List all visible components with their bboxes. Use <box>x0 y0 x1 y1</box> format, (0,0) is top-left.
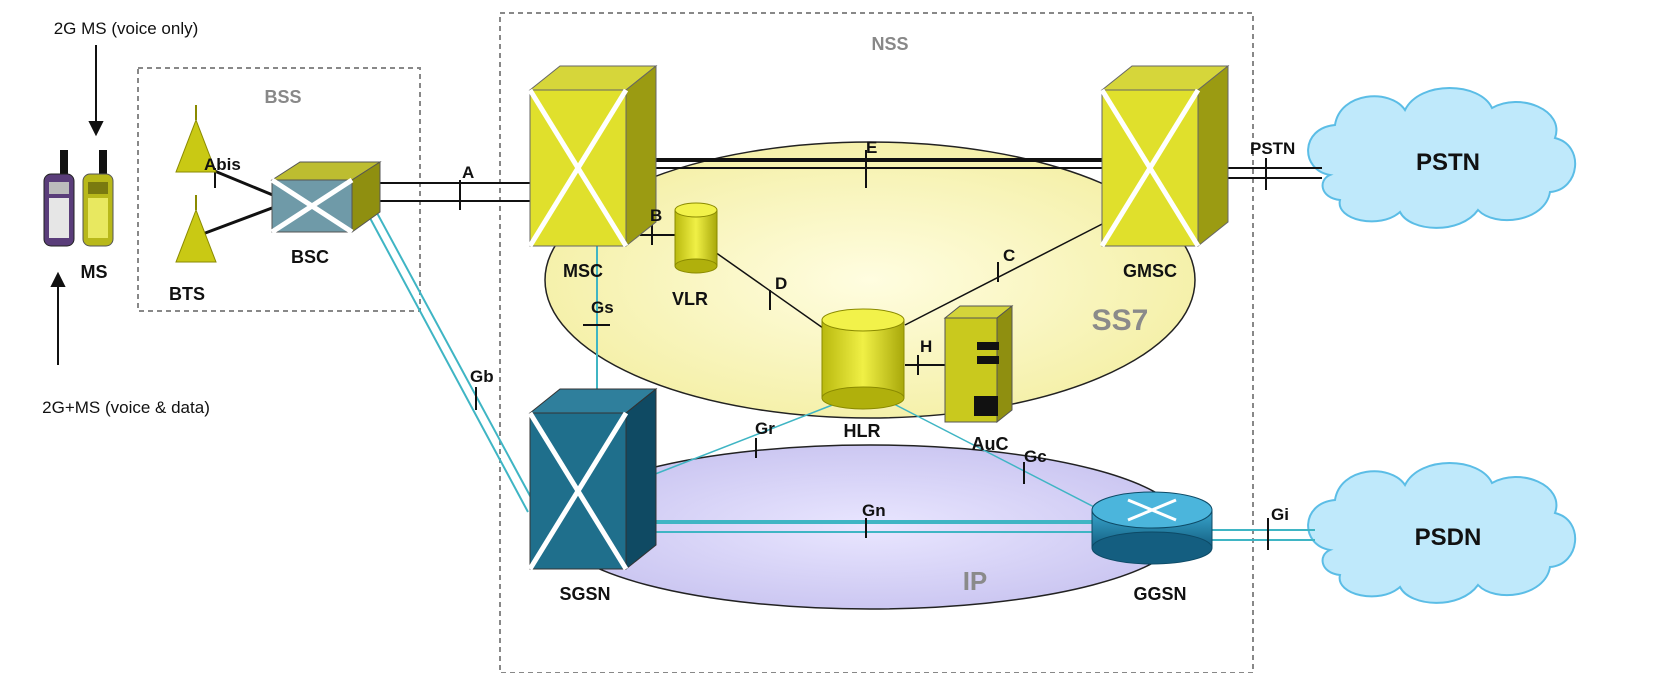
interface-h: H <box>920 337 932 356</box>
bss-boundary <box>137 67 421 312</box>
interface-e: E <box>866 138 877 157</box>
interface-pstn: PSTN <box>1250 139 1295 158</box>
vlr-database-icon <box>674 202 718 274</box>
gmsc-icon <box>1099 64 1230 248</box>
antenna-icon <box>175 105 217 173</box>
bss-label: BSS <box>264 87 301 107</box>
pstn-cloud <box>1307 87 1577 229</box>
interface-d: D <box>775 274 787 293</box>
ms-2g-caption: 2G MS (voice only) <box>54 19 199 38</box>
data-links <box>362 199 1315 541</box>
bsc-label: BSC <box>291 247 329 267</box>
ms-arrows <box>50 45 104 365</box>
ss7-label: SS7 <box>1092 304 1149 337</box>
interface-c: C <box>1003 246 1015 265</box>
auc-label: AuC <box>972 434 1009 454</box>
interface-ticks <box>214 150 1269 550</box>
ggsn-router-icon <box>1091 491 1213 565</box>
ms-2gplus-caption: 2G+MS (voice & data) <box>42 398 210 417</box>
nss-label: NSS <box>871 34 908 54</box>
msc-icon <box>527 64 658 248</box>
auc-server-icon <box>943 304 1014 424</box>
ip-label: IP <box>963 566 988 596</box>
bts-label: BTS <box>169 284 205 304</box>
interface-gc: Gc <box>1024 447 1047 466</box>
nss-boundary <box>499 12 1254 673</box>
interface-abis: Abis <box>204 155 241 174</box>
sgsn-label: SGSN <box>559 584 610 604</box>
hlr-database-icon <box>821 308 905 410</box>
ggsn-label: GGSN <box>1133 584 1186 604</box>
interface-gi: Gi <box>1271 505 1289 524</box>
antenna-icon <box>175 195 217 263</box>
interface-gb: Gb <box>470 367 494 386</box>
hlr-label: HLR <box>844 421 881 441</box>
sgsn-icon <box>527 387 658 571</box>
bsc-icon <box>270 161 382 235</box>
interface-a: A <box>462 163 474 182</box>
phone-icon <box>82 150 114 247</box>
interface-gr: Gr <box>755 419 775 438</box>
msc-label: MSC <box>563 261 603 281</box>
psdn-cloud <box>1307 462 1577 604</box>
gmsc-label: GMSC <box>1123 261 1177 281</box>
pstn-cloud-label: PSTN <box>1416 149 1480 176</box>
psdn-cloud-label: PSDN <box>1415 524 1482 551</box>
interface-gn: Gn <box>862 501 886 520</box>
phone-icon <box>43 150 75 247</box>
ms-label: MS <box>81 262 108 282</box>
vlr-label: VLR <box>672 289 708 309</box>
interface-b: B <box>650 206 662 225</box>
interface-gs: Gs <box>591 298 614 317</box>
